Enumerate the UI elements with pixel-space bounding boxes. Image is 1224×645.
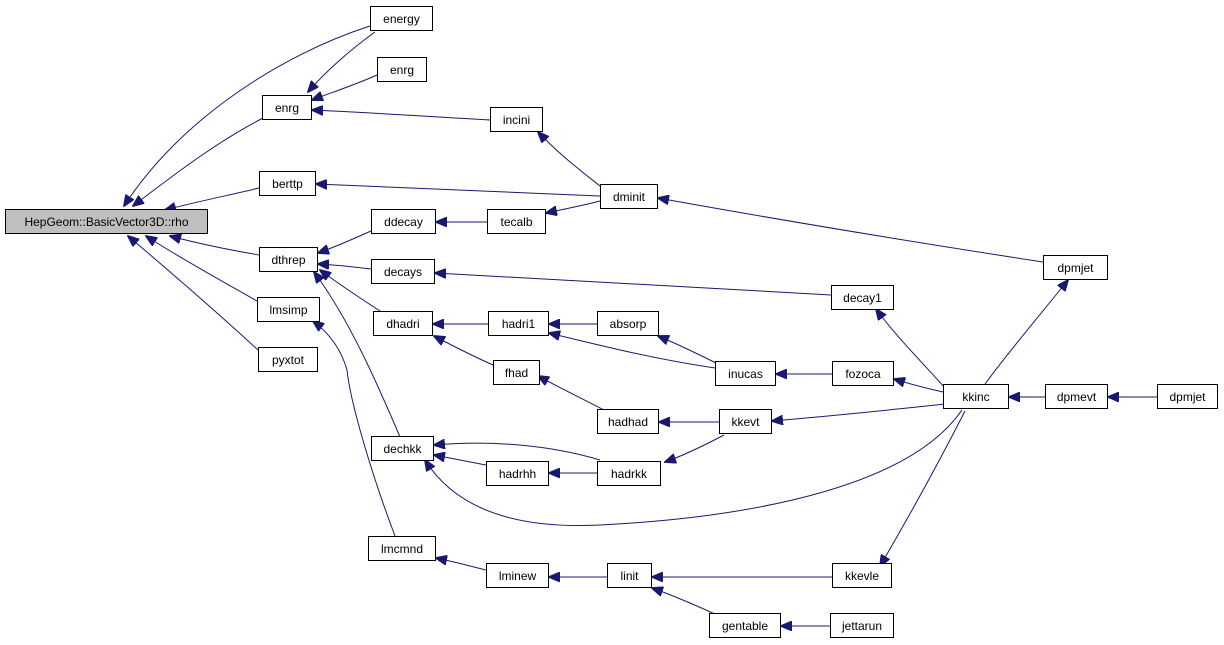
node-tecalb[interactable]: tecalb bbox=[487, 209, 546, 234]
edge-dthrep-to-rho bbox=[170, 236, 260, 256]
node-hadrkk[interactable]: hadrkk bbox=[597, 461, 661, 486]
edge-incini-to-enrg bbox=[312, 110, 491, 121]
node-absorp[interactable]: absorp bbox=[597, 311, 659, 336]
edge-enrg-to-rho bbox=[133, 116, 266, 206]
node-lminew[interactable]: lminew bbox=[486, 563, 549, 588]
node-enrg-top[interactable]: enrg bbox=[377, 57, 427, 82]
node-lmcmnd[interactable]: lmcmnd bbox=[368, 536, 436, 561]
edge-kkinc-to-kkevle bbox=[880, 410, 966, 566]
node-dpmevt[interactable]: dpmevt bbox=[1045, 384, 1108, 409]
edge-lminew-to-lmcmnd bbox=[436, 558, 487, 571]
node-pyxtot[interactable]: pyxtot bbox=[258, 347, 318, 372]
node-inucas[interactable]: inucas bbox=[715, 361, 776, 386]
node-dthrep[interactable]: dthrep bbox=[259, 247, 318, 272]
edge-kkinc-to-dpmjet bbox=[984, 280, 1068, 385]
node-dhadri[interactable]: dhadri bbox=[373, 311, 433, 336]
edge-decays-to-dthrep bbox=[318, 264, 372, 269]
node-ddecay[interactable]: ddecay bbox=[371, 209, 436, 234]
edge-pyxtot-to-rho bbox=[128, 236, 259, 351]
edge-inucas-to-absorp bbox=[658, 336, 721, 366]
node-dpmjet[interactable]: dpmjet bbox=[1043, 255, 1108, 280]
edge-hadrhh-to-dechkk bbox=[434, 455, 487, 466]
edge-enrg-to-energy bbox=[308, 31, 376, 92]
node-hadri1[interactable]: hadri1 bbox=[488, 311, 549, 336]
node-hepgeom-basicvector3d-rho: HepGeom::BasicVector3D::rho bbox=[5, 209, 208, 234]
edge-inucas-to-hadri1 bbox=[549, 333, 716, 369]
edge-dpmjet-to-dminit bbox=[658, 198, 1044, 263]
node-jettarun[interactable]: jettarun bbox=[830, 613, 894, 638]
edge-kkinc-to-dechkk bbox=[425, 409, 963, 527]
edge-berttp-to-rho bbox=[165, 187, 260, 210]
edge-dhadri-to-dthrep bbox=[320, 270, 381, 312]
node-fozoca[interactable]: fozoca bbox=[832, 361, 894, 386]
edge-dminit-to-tecalb bbox=[546, 200, 601, 213]
edge-energy-to-rho bbox=[124, 25, 371, 206]
edge-fhad-to-dhadri bbox=[434, 336, 494, 366]
node-dechkk[interactable]: dechkk bbox=[371, 436, 434, 461]
node-hadrhh[interactable]: hadrhh bbox=[486, 461, 549, 486]
node-kkevle[interactable]: kkevle bbox=[832, 563, 892, 588]
edge-kkinc-to-fozoca bbox=[894, 379, 944, 393]
edge-lmsimp-to-rho bbox=[146, 236, 258, 302]
edge-hadrkk-to-dechkk bbox=[434, 443, 601, 461]
node-dpmjet-2[interactable]: dpmjet bbox=[1157, 384, 1218, 409]
node-kkinc[interactable]: kkinc bbox=[943, 384, 1009, 409]
edge-dminit-to-incini bbox=[538, 132, 601, 187]
edge-ddecay-to-dthrep bbox=[318, 230, 372, 253]
node-kkevt[interactable]: kkevt bbox=[719, 409, 772, 434]
node-gentable[interactable]: gentable bbox=[709, 613, 781, 638]
edge-kkevt-to-hadrkk bbox=[665, 434, 725, 462]
edge-hadhad-to-fhad bbox=[538, 376, 605, 411]
edge-enrg-to-enrg bbox=[312, 74, 378, 100]
node-hadhad[interactable]: hadhad bbox=[597, 409, 659, 434]
edge-dechkk-to-dthrep bbox=[314, 272, 401, 438]
node-enrg[interactable]: enrg bbox=[262, 95, 312, 120]
edge-kkinc-to-decay1 bbox=[876, 309, 946, 389]
node-decay1[interactable]: decay1 bbox=[831, 285, 894, 310]
edge-gentable-to-linit bbox=[652, 588, 716, 615]
node-incini[interactable]: incini bbox=[490, 107, 543, 132]
node-linit[interactable]: linit bbox=[607, 563, 652, 588]
edge-dminit-to-berttp bbox=[316, 184, 601, 197]
node-energy[interactable]: energy bbox=[370, 6, 433, 31]
node-berttp[interactable]: berttp bbox=[259, 171, 316, 196]
node-fhad[interactable]: fhad bbox=[493, 360, 540, 385]
edge-decay1-to-decays bbox=[435, 273, 832, 296]
edge-kkinc-to-kkevt bbox=[772, 403, 946, 421]
node-dminit[interactable]: dminit bbox=[600, 184, 658, 209]
edge-lmcmnd-to-lmsimp bbox=[313, 321, 396, 537]
node-lmsimp[interactable]: lmsimp bbox=[257, 297, 320, 322]
node-decays[interactable]: decays bbox=[371, 259, 435, 284]
